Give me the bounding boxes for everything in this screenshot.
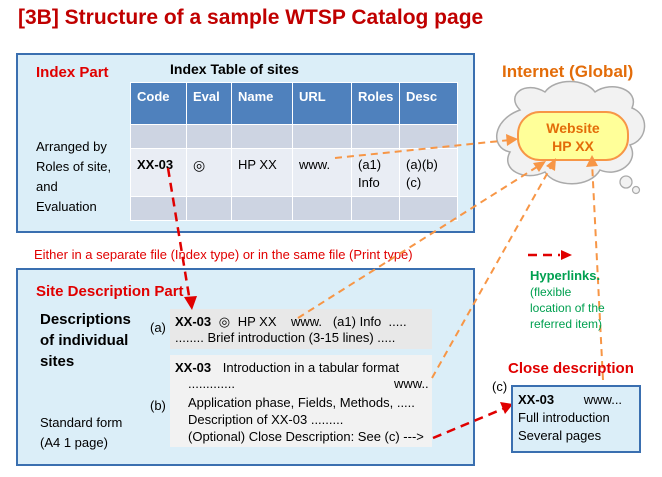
sample-b-box — [170, 355, 432, 447]
table-cell — [351, 196, 400, 221]
col-header-code: Code — [130, 82, 187, 125]
standard-line: Standard form — [40, 415, 123, 430]
cell-code[interactable]: XX-03 — [130, 148, 187, 197]
table-cell — [292, 196, 352, 221]
roles-line: (a1) — [358, 157, 382, 172]
arrowhead-icon — [500, 402, 513, 414]
close-code[interactable]: XX-03 — [518, 392, 555, 407]
arrowhead-icon — [184, 296, 197, 310]
marker-c: (c) — [492, 379, 508, 394]
sample-a-line2: ........ Brief introduction (3-15 lines)… — [175, 330, 396, 345]
sample-b-www[interactable]: www.. — [394, 376, 429, 391]
arrowhead-icon — [561, 250, 572, 260]
table-cell — [130, 124, 187, 149]
arranged-line: Roles of site, — [36, 159, 112, 174]
table-cell — [231, 196, 293, 221]
website-line: Website — [546, 120, 600, 136]
standard-line: (A4 1 page) — [40, 435, 108, 450]
cell-desc[interactable]: (a)(b) (c) — [399, 148, 458, 197]
website-line: HP XX — [552, 138, 594, 154]
arrowhead-icon — [586, 155, 598, 167]
eval-mark-icon: ◎ — [218, 314, 231, 329]
close-line2: Full introduction — [518, 410, 610, 425]
table-cell — [292, 124, 352, 149]
table-cell — [186, 124, 232, 149]
table-row-empty — [130, 196, 458, 221]
desc-line: (a)(b) — [406, 157, 438, 172]
internet-label: Internet (Global) — [502, 62, 634, 81]
descriptions-heading: Descriptions of individual sites — [40, 309, 131, 372]
cell-name: HP XX — [231, 148, 293, 197]
arranged-by-text: Arranged by Roles of site, and Evaluatio… — [36, 137, 111, 217]
sample-a-code[interactable]: XX-03 — [175, 314, 212, 329]
close-www[interactable]: www... — [583, 392, 623, 407]
sample-b-intro: Introduction in a tabular format — [222, 360, 400, 375]
marker-a: (a) — [150, 320, 166, 335]
standard-form-text: Standard form (A4 1 page) — [40, 413, 122, 453]
arrowhead-icon — [533, 161, 546, 172]
sample-b-line1: XX-03 Introduction in a tabular format — [175, 361, 399, 374]
col-header-roles: Roles — [351, 82, 400, 125]
link-sample-b-to-close — [432, 406, 506, 440]
cell-eval: ◎ — [186, 148, 232, 197]
hyperlinks-line: referred item) — [530, 317, 603, 331]
website-node[interactable] — [517, 111, 629, 161]
table-cell — [399, 196, 458, 221]
hyperlinks-title: Hyperlinks. — [530, 268, 601, 283]
roles-line: Info — [358, 174, 380, 190]
website-label[interactable]: Website HP XX — [518, 119, 628, 155]
table-cell — [399, 124, 458, 149]
index-part-label: Index Part — [36, 64, 109, 81]
page-title: [3B] Structure of a sample WTSP Catalog … — [18, 6, 484, 29]
close-description-box — [511, 385, 641, 453]
close-line3: Several pages — [518, 428, 602, 443]
link-url-to-website — [334, 139, 511, 159]
site-description-label: Site Description Part — [36, 283, 184, 300]
close-description-label: Close description — [508, 360, 634, 377]
link-sample-a-to-website — [297, 164, 541, 319]
sample-b-line3: Application phase, Fields, Methods, ....… — [188, 395, 415, 410]
link-index-to-description — [166, 167, 192, 303]
hyperlinks-line: location of the — [530, 301, 605, 315]
descriptions-line: of individual — [40, 332, 129, 349]
sample-b-line5[interactable]: (Optional) Close Description: See (c) --… — [188, 429, 424, 444]
sample-b-dots: ............. — [188, 376, 235, 391]
link-sample-b-to-website — [431, 164, 553, 379]
descriptions-line: Descriptions — [40, 311, 131, 328]
index-table: Code Eval Name URL Roles Desc XX-03 ◎ HP… — [130, 82, 458, 221]
table-cell — [231, 124, 293, 149]
arrowhead-icon — [506, 134, 518, 146]
desc-line: (c) — [406, 174, 422, 190]
table-row: XX-03 ◎ HP XX www. (a1)Info (a)(b)(c) — [130, 148, 458, 197]
either-note: Either in a separate file (Index type) o… — [34, 247, 413, 262]
link-close-to-website — [591, 161, 604, 381]
hyperlinks-line: (flexible — [530, 285, 572, 299]
marker-b: (b) — [150, 398, 166, 413]
descriptions-line: sites — [40, 353, 75, 370]
index-table-title: Index Table of sites — [170, 61, 299, 77]
arranged-line: Evaluation — [36, 199, 97, 214]
eval-mark-icon: ◎ — [193, 157, 206, 173]
arrowhead-icon — [546, 158, 556, 171]
col-header-desc: Desc — [399, 82, 458, 125]
hyperlinks-legend: Hyperlinks. (flexible location of the re… — [530, 268, 605, 332]
close-line1: XX-03 www... — [518, 393, 622, 406]
arranged-line: Arranged by — [36, 139, 107, 154]
sample-b-line4: Description of XX-03 ......... — [188, 412, 344, 427]
sample-b-code[interactable]: XX-03 — [175, 360, 212, 375]
arranged-line: and — [36, 179, 58, 194]
